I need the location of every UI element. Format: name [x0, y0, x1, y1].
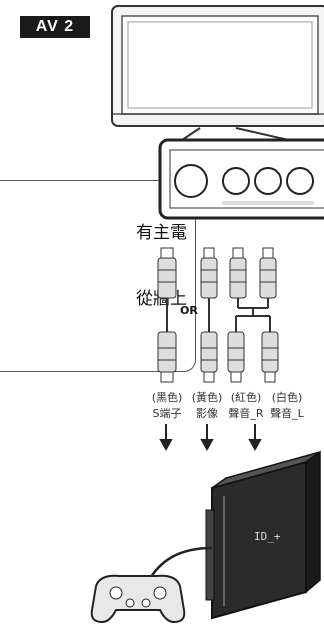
down-arrow-icon	[159, 424, 262, 452]
cable-color: (白色)	[271, 391, 303, 404]
cable-label-audio-l: (白色) 聲音_L	[264, 389, 310, 421]
cable-name: S端子	[152, 407, 182, 420]
av2-badge: AV 2	[20, 16, 90, 38]
jack-panel	[158, 138, 324, 220]
plug-audio-r-top	[229, 247, 247, 299]
cable-name: 聲音_R	[228, 407, 264, 420]
cable-label-video: (黃色) 影像	[186, 389, 228, 421]
cable-color: (黃色)	[191, 391, 223, 404]
video-jack	[222, 167, 250, 195]
cable-color: (紅色)	[230, 391, 262, 404]
plug-audio-r-bottom	[227, 331, 245, 383]
game-console	[205, 450, 321, 620]
plug-s-video-bottom	[157, 331, 177, 383]
cable-color: (黑色)	[151, 391, 183, 404]
plug-s-video-top	[157, 247, 177, 299]
console-logo: ID_+	[254, 530, 281, 543]
cable-name: 影像	[196, 407, 218, 420]
or-label: OR	[180, 304, 198, 317]
plug-audio-l-top	[259, 247, 277, 299]
cable-label-s-video: (黑色) S端子	[146, 389, 188, 421]
tv-monitor	[111, 5, 324, 127]
s-video-jack	[174, 164, 208, 198]
cable-label-audio-r: (紅色) 聲音_R	[225, 389, 267, 421]
plug-video-bottom	[200, 331, 218, 383]
audio-r-jack	[254, 167, 282, 195]
cable-name: 聲音_L	[270, 407, 304, 420]
plug-video-top	[200, 247, 218, 299]
audio-l-jack	[286, 167, 314, 195]
plug-audio-l-bottom	[261, 331, 279, 383]
note-line-1: 有主電	[136, 223, 187, 243]
controller-icon	[90, 574, 186, 624]
